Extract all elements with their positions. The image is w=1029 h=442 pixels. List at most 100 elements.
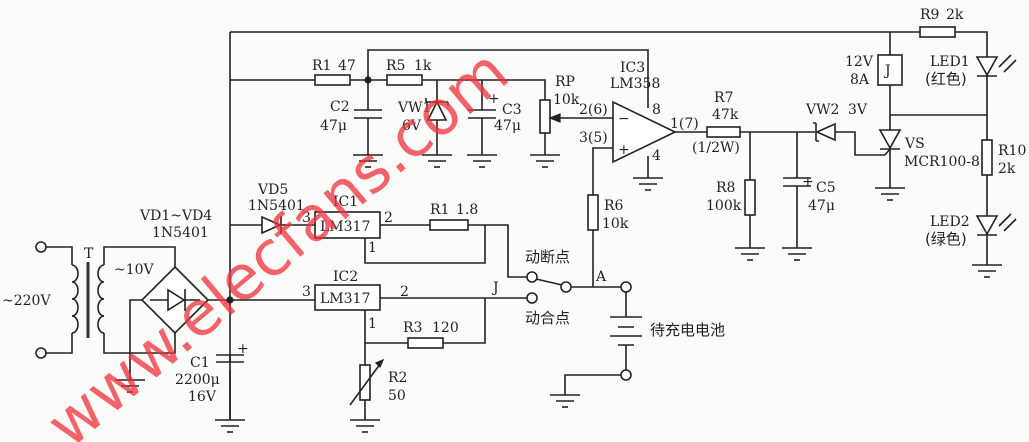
component-label: LED2: [930, 214, 970, 230]
component-label: 3: [302, 284, 311, 300]
battery-symbol: [610, 316, 642, 346]
component-label: R7: [714, 90, 733, 106]
component-label: MCR100-8: [904, 154, 980, 170]
zener-vw2: [815, 122, 836, 142]
component-label: A: [595, 269, 607, 285]
capacitor-c3: [468, 109, 496, 119]
component-label: ~220V: [2, 293, 51, 309]
component-label: R8: [716, 180, 735, 196]
r1b-name: R1: [430, 202, 449, 218]
component-label: C5: [816, 180, 836, 196]
component-label: C1: [190, 355, 210, 371]
component-label: LM317: [320, 219, 370, 235]
component-label: 2k: [998, 161, 1016, 177]
component-label: LM317: [320, 291, 370, 307]
component-label: 1(7): [670, 116, 699, 132]
mains-terminal-2: [35, 347, 47, 359]
component-label: C3: [502, 102, 522, 118]
potentiometer-rp: [539, 99, 551, 134]
capacitors: [216, 109, 811, 363]
capacitor-c5: [783, 177, 811, 187]
component-label: J: [491, 280, 499, 296]
relay-j: [877, 54, 903, 86]
component-label: ~10V: [114, 262, 155, 278]
component-label: R1: [312, 58, 331, 74]
component-label: LM358: [610, 76, 660, 92]
component-label: 2200μ: [175, 372, 220, 388]
component-label: VW1: [397, 100, 431, 116]
component-label: +: [488, 91, 500, 107]
component-label: VD5: [257, 182, 288, 198]
resistor-r1-47: [314, 74, 351, 86]
component-label: 6V: [402, 118, 422, 134]
component-label: 47k: [712, 107, 739, 123]
component-label: 16V: [188, 389, 217, 405]
led1: [975, 56, 999, 77]
component-label: 1N5401: [248, 198, 305, 214]
labels: ~220V T ~10V VD1~VD4 1N5401 + C1 2200μ 1…: [2, 7, 1026, 405]
component-label: 1k: [414, 58, 432, 74]
component-label: 2: [384, 210, 393, 226]
component-label: 8A: [850, 72, 870, 88]
watermark: www.elecfans.com: [33, 34, 522, 442]
switch-nc-contact: [526, 271, 538, 283]
resistor-r10: [981, 139, 993, 176]
component-label: 10k: [553, 92, 580, 108]
capacitor-c1: [216, 354, 244, 363]
component-label: 47μ: [808, 198, 835, 214]
opamp-ic3: [612, 100, 677, 164]
resistors: [314, 26, 993, 406]
component-label: R6: [604, 198, 624, 214]
led2: [975, 215, 999, 236]
component-label: 待充电电池: [650, 321, 725, 339]
component-label: 1: [368, 240, 377, 256]
junctions: [226, 76, 372, 304]
switch-common: [560, 281, 572, 293]
component-label: 100k: [706, 198, 742, 214]
mains-terminal-1: [35, 241, 47, 253]
switch-no-contact: [526, 292, 538, 304]
resistor-r6: [587, 194, 599, 231]
resistor-r7: [706, 126, 741, 138]
transformer: [35, 241, 105, 359]
component-label: 动合点: [525, 309, 570, 327]
component-label: (绿色): [925, 230, 967, 248]
component-label: R9: [920, 7, 939, 23]
component-label: 50: [388, 388, 406, 404]
component-label: 动断点: [525, 248, 570, 266]
component-label: −: [618, 111, 630, 127]
component-label: LED1: [930, 54, 970, 70]
diodes: [261, 54, 1017, 236]
capacitor-c2: [354, 109, 382, 119]
ic1-lm317: [314, 211, 381, 239]
wiper-arrow-icon: [548, 113, 561, 123]
component-label: VS: [904, 136, 925, 152]
resistor-r8: [744, 179, 756, 216]
component-label: R10: [998, 143, 1026, 159]
component-label: IC2: [333, 269, 358, 285]
component-label: (1/2W): [692, 140, 740, 156]
component-label: 47: [338, 58, 356, 74]
component-label: 3: [302, 210, 311, 226]
zener-vw1: [426, 100, 448, 121]
component-label: 3V: [848, 102, 868, 118]
resistor-r1-1.8: [429, 219, 469, 231]
bridge-rectifier: [140, 265, 210, 335]
component-label: +: [237, 341, 249, 357]
resistor-r3: [407, 337, 444, 349]
ic2-lm317: [314, 284, 381, 311]
component-label: 2(6): [579, 102, 608, 118]
component-label: 47μ: [494, 118, 521, 134]
component-label: 12V: [845, 54, 874, 70]
component-label: 1: [368, 316, 377, 332]
scr-vs: [878, 129, 902, 150]
wires: [46, 31, 988, 420]
component-label: IC3: [620, 60, 645, 76]
component-label: +: [618, 142, 630, 158]
diode-vd5: [261, 215, 282, 235]
component-label: 8: [652, 102, 661, 118]
component-label: RP: [555, 74, 575, 90]
component-label: 2k: [946, 7, 964, 23]
component-label: 2: [400, 284, 409, 300]
variable-resistor-r2: [359, 364, 371, 401]
